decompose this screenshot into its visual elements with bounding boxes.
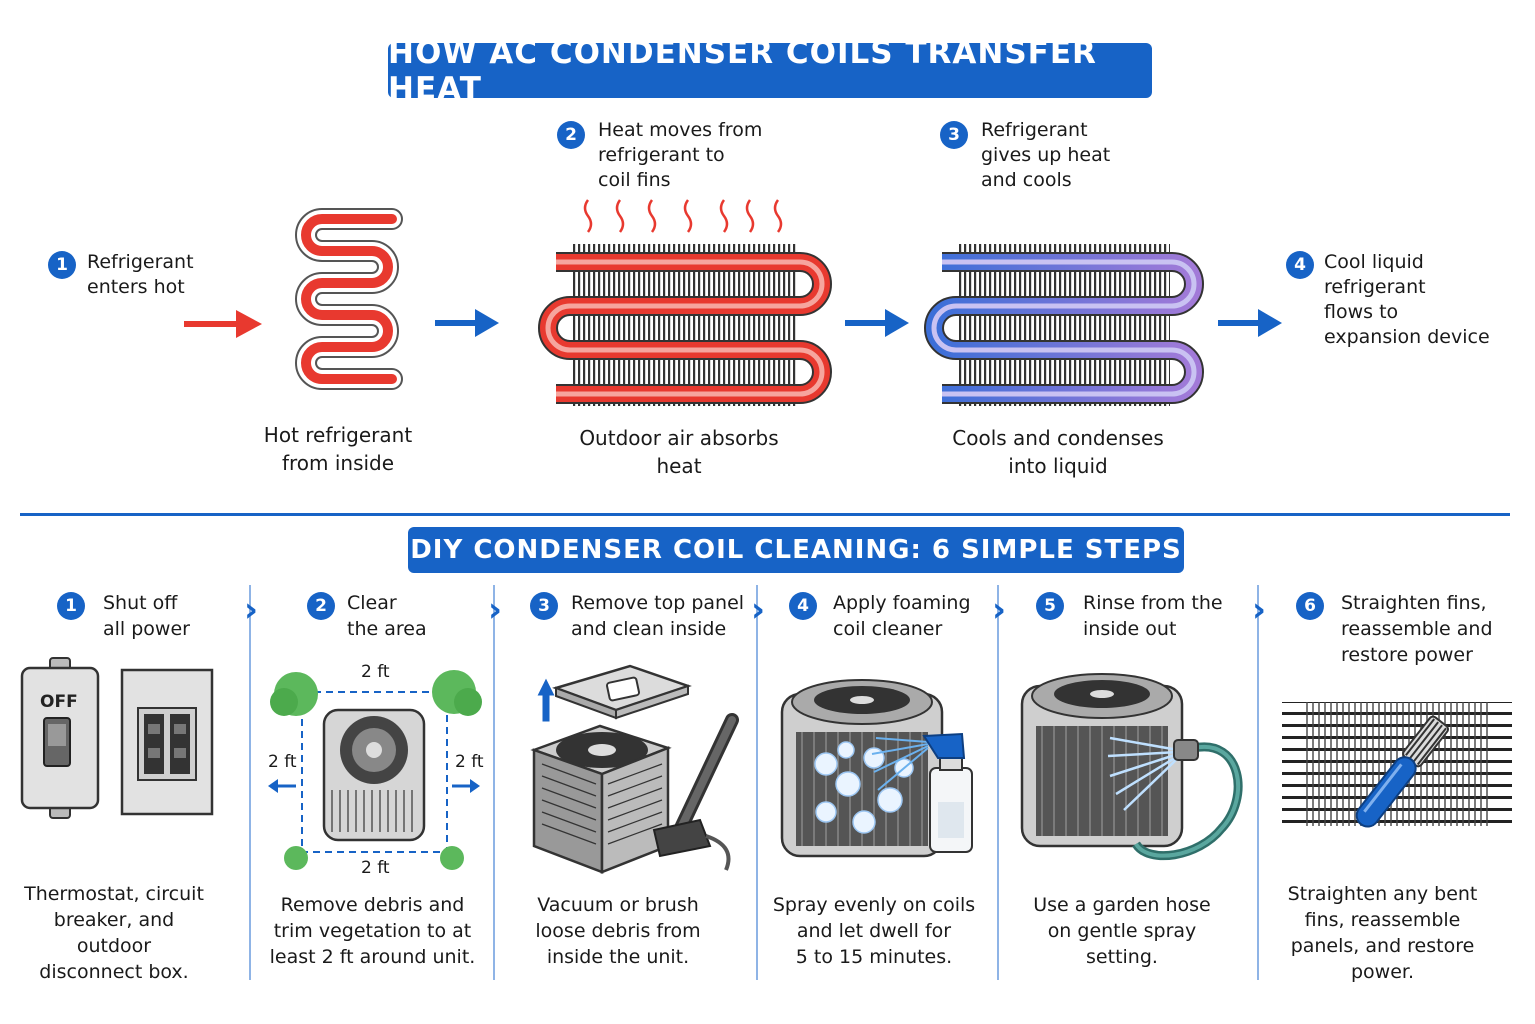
cleaning-step-2-caption: Remove debris and trim vegetation to at …: [269, 894, 476, 968]
heat-waves-icon: [583, 199, 783, 233]
garden-hose-icon: [1020, 673, 1243, 861]
cleaning-step-2-title: Clear the area: [347, 592, 427, 640]
column-divider: [493, 585, 495, 980]
hot-finned-coil-icon: [538, 244, 832, 406]
cleaning-step-3-caption: Vacuum or brush loose debris from inside…: [535, 894, 701, 968]
step-badge-2: 2: [557, 121, 585, 149]
cleaning-banner: DIY CONDENSER COIL CLEANING: 6 SIMPLE ST…: [408, 527, 1184, 573]
fin-comb-icon: [1282, 702, 1512, 828]
chevron-right-icon: ›: [1252, 590, 1267, 630]
cleaning-badge-5: 5: [1036, 592, 1064, 620]
step-badge-4: 4: [1286, 251, 1314, 279]
distance-left-label: 2 ft: [268, 752, 297, 772]
power-switch-icon: [20, 657, 100, 819]
step-2-label: Heat moves from refrigerant to coil fins: [598, 119, 763, 191]
cleaning-step-3-title: Remove top panel and clean inside: [571, 592, 745, 640]
step-badge-1: 1: [48, 251, 76, 279]
blue-arrow-icon: [435, 309, 499, 337]
hot-coil-icon: [295, 208, 403, 390]
title-banner: HOW AC CONDENSER COILS TRANSFER HEAT: [388, 35, 1152, 107]
cleaning-badge-6: 6: [1296, 592, 1324, 620]
blue-arrow-icon: [1218, 309, 1282, 337]
distance-bottom-label: 2 ft: [361, 858, 390, 878]
distance-top-label: 2 ft: [361, 662, 390, 682]
cleaning-step-5-title: Rinse from the inside out: [1083, 592, 1223, 640]
cleaning-step-6-title: Straighten fins, reassemble and restore …: [1341, 592, 1493, 666]
vacuum-unit-icon: [530, 664, 739, 874]
cleaning-step-4-title: Apply foaming coil cleaner: [833, 592, 971, 640]
chevron-right-icon: ›: [488, 590, 503, 630]
cleaning-step-6-caption: Straighten any bent fins, reassemble pan…: [1287, 883, 1478, 983]
chevron-right-icon: ›: [244, 590, 259, 630]
cleaning-badge-3: 3: [530, 592, 558, 620]
step-3-label: Refrigerant gives up heat and cools: [981, 119, 1111, 191]
cool-finned-coil-icon: [924, 244, 1204, 406]
breaker-box-icon: [120, 668, 214, 816]
chevron-right-icon: ›: [751, 590, 766, 630]
foam-spray-icon: [780, 679, 973, 858]
cleaning-step-5-caption: Use a garden hose on gentle spray settin…: [1033, 894, 1211, 968]
cleaning-badge-2: 2: [307, 592, 335, 620]
step-badge-3: 3: [940, 121, 968, 149]
chevron-right-icon: ›: [992, 590, 1007, 630]
column-divider: [1257, 585, 1259, 980]
cleaning-step-4-caption: Spray evenly on coils and let dwell for …: [772, 894, 976, 968]
column-divider: [756, 585, 758, 980]
column-divider: [249, 585, 251, 980]
cleaning-badge-1: 1: [57, 592, 85, 620]
clear-area-diagram-icon: [268, 670, 482, 870]
distance-right-label: 2 ft: [455, 752, 484, 772]
step-3-caption: Cools and condenses into liquid: [952, 426, 1164, 478]
blue-arrow-icon: [845, 309, 909, 337]
step-1-caption: Hot refrigerant from inside: [263, 423, 413, 475]
cleaning-badge-4: 4: [789, 592, 817, 620]
switch-off-label: OFF: [40, 692, 78, 712]
cleaning-step-1-title: Shut off all power: [103, 592, 190, 640]
step-4-label: Cool liquid refrigerant flows to expansi…: [1324, 251, 1490, 348]
column-divider: [997, 585, 999, 980]
cleaning-step-1-caption: Thermostat, circuit breaker, and outdoor…: [24, 883, 204, 983]
section-divider: [20, 513, 1510, 516]
step-1-label: Refrigerant enters hot: [87, 251, 194, 298]
step-2-caption: Outdoor air absorbs heat: [579, 426, 779, 478]
red-arrow-icon: [184, 310, 262, 338]
